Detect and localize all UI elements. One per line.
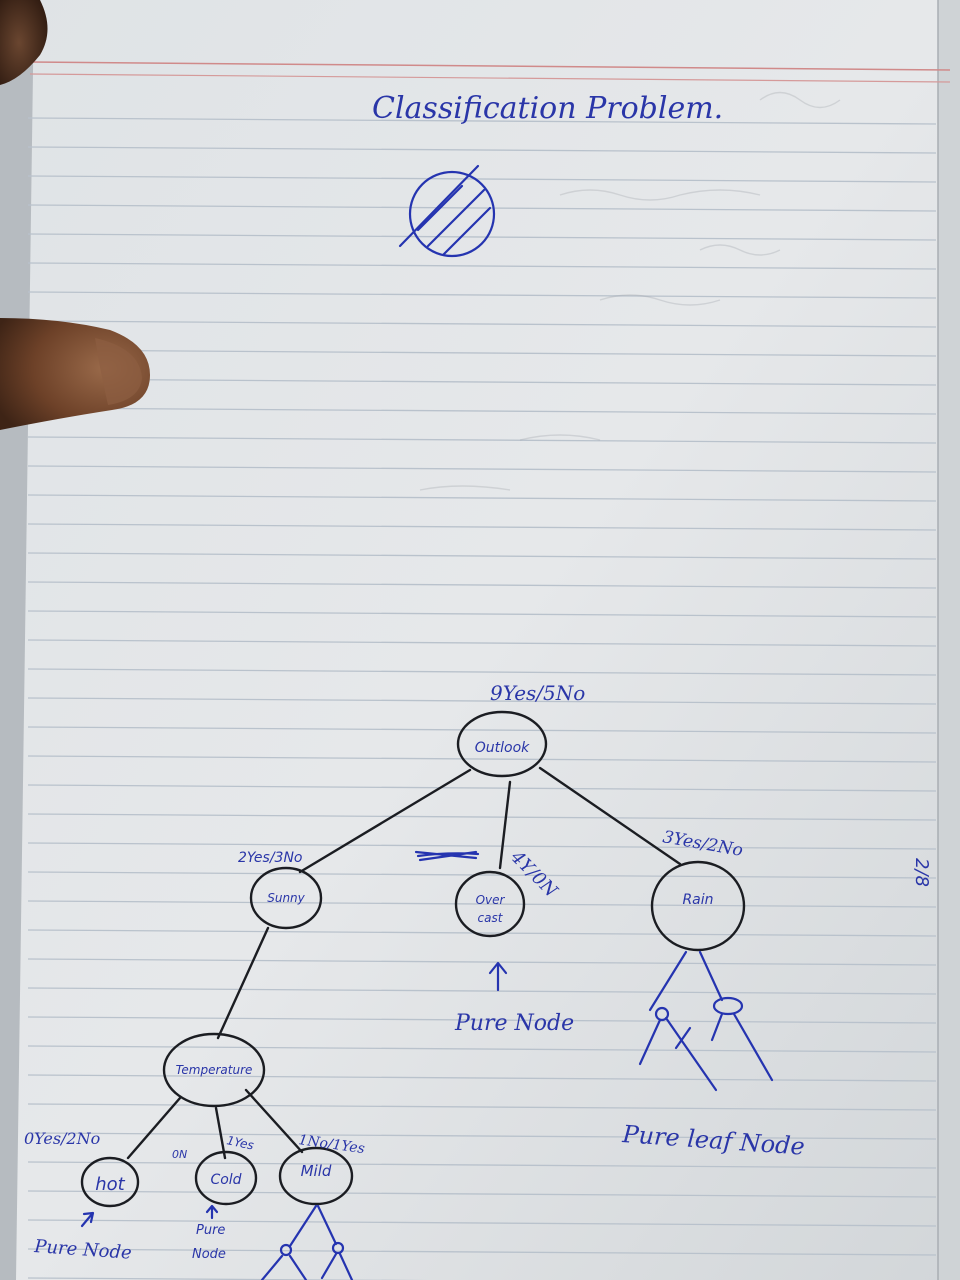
margin-line-top: [29, 61, 951, 71]
ruled-line: [27, 262, 937, 270]
ruled-line: [27, 697, 937, 705]
ruled-line: [27, 523, 937, 531]
ruled-line: [27, 1103, 937, 1111]
ruled-line: [27, 1016, 937, 1024]
node-cold-annotation-2: Node: [192, 1247, 226, 1262]
ruled-lines: [27, 117, 937, 1280]
node-cold-count-right: 1Yes: [225, 1133, 255, 1152]
tree-edges: [126, 766, 682, 1160]
node-cold-annotation-1: Pure: [196, 1223, 225, 1238]
cold-arrow: [205, 1204, 219, 1220]
ruled-line: [27, 494, 937, 502]
ruled-line: [27, 320, 937, 328]
node-overcast-label-1: Over: [476, 893, 506, 907]
node-temperature-label: Temperature: [176, 1063, 253, 1077]
rain-subtree-doodle: [638, 950, 774, 1092]
node-overcast: Over cast: [454, 870, 526, 938]
overcast-strikeout: [414, 850, 480, 862]
node-cold: Cold: [194, 1150, 258, 1206]
node-mild-label: Mild: [301, 1162, 332, 1180]
node-rain-label: Rain: [682, 892, 713, 908]
ruled-line: [27, 610, 937, 618]
ruled-line: [27, 668, 937, 676]
finger-top: [0, 0, 48, 85]
ruled-line: [27, 987, 937, 995]
hot-arrow: [80, 1211, 95, 1228]
node-hot: hot: [80, 1156, 140, 1208]
ruled-line: [27, 1161, 937, 1169]
node-hot-label: hot: [95, 1174, 125, 1195]
ruled-line: [27, 1277, 430, 1280]
ruled-line: [27, 204, 937, 212]
node-hot-count: 0Yes/2No: [24, 1129, 100, 1148]
ruled-line: [27, 1132, 937, 1140]
ruled-line: [27, 552, 937, 560]
ruled-line: [27, 842, 937, 850]
paper-page: [10, 0, 960, 1280]
ruled-line: [27, 233, 937, 241]
ruled-line: [27, 436, 937, 444]
ruled-line: [27, 813, 937, 821]
ruled-line: [27, 1248, 937, 1256]
node-outlook: Outlook: [456, 710, 548, 778]
node-mild: Mild: [278, 1146, 354, 1206]
hatched-circle-doodle: [398, 164, 496, 258]
ruled-line: [27, 784, 937, 792]
node-outlook-count: 9Yes/5No: [490, 681, 585, 705]
node-sunny-count: 2Yes/3No: [238, 850, 303, 866]
node-cold-label: Cold: [210, 1172, 241, 1188]
ruled-line: [27, 291, 937, 299]
margin-line-top-2: [29, 73, 951, 83]
ruled-line: [27, 929, 937, 937]
mild-subtree-doodle: [260, 1204, 354, 1280]
ruled-line: [27, 871, 937, 879]
ruled-line: [27, 900, 937, 908]
ruled-line: [27, 175, 937, 183]
page-edge: [938, 0, 960, 1280]
bleed-through: [419, 91, 841, 491]
ruled-line: [27, 349, 937, 357]
ruled-line: [27, 1045, 937, 1053]
node-rain: Rain: [650, 860, 746, 952]
node-sunny-label: Sunny: [267, 891, 305, 905]
node-sunny: Sunny: [249, 866, 323, 930]
ruled-line: [27, 755, 937, 763]
node-temperature: Temperature: [162, 1032, 266, 1108]
margin-note: 2/8: [911, 858, 932, 887]
ruled-line: [27, 581, 937, 589]
ruled-line: [27, 726, 937, 734]
overcast-arrow: [488, 961, 508, 992]
ruled-line: [27, 639, 937, 647]
page-title: Classification Problem.: [372, 91, 723, 126]
ruled-line: [27, 465, 937, 473]
ruled-line: [27, 1190, 937, 1198]
ruled-line: [27, 1219, 937, 1227]
ruled-line: [27, 117, 937, 125]
ruled-line: [27, 958, 937, 966]
ruled-line: [27, 146, 937, 154]
ruled-line: [27, 378, 937, 386]
node-outlook-label: Outlook: [475, 740, 530, 756]
node-cold-count-left: 0N: [172, 1148, 187, 1161]
ruled-line: [27, 1074, 937, 1082]
node-overcast-label-2: cast: [478, 911, 504, 925]
ruled-line: [27, 407, 937, 415]
overcast-annotation: Pure Node: [454, 1011, 574, 1036]
